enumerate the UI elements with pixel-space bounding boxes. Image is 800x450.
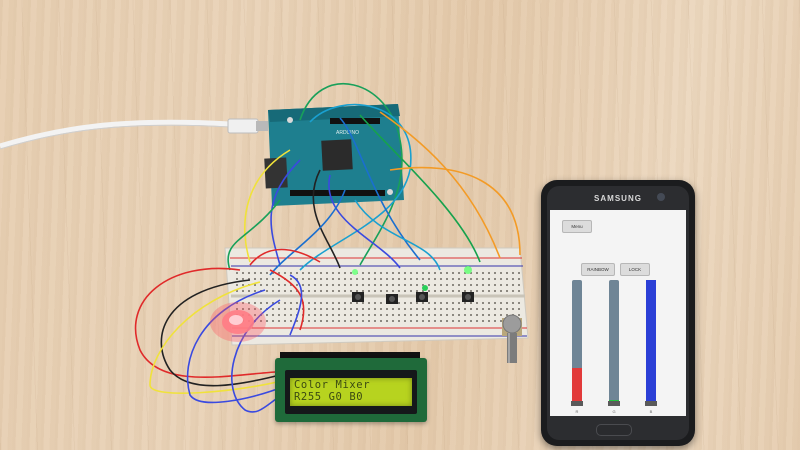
- usb-plug: [227, 118, 259, 134]
- board-label: ARDUINO: [336, 130, 359, 136]
- lcd-module: Color Mixer R255 G0 B0: [275, 358, 427, 422]
- front-camera-icon: [657, 193, 665, 201]
- lcd-header: [280, 352, 420, 360]
- potentiometer: [502, 314, 522, 363]
- red-slider-label: R: [575, 409, 579, 414]
- red-slider-thumb[interactable]: [571, 401, 583, 406]
- lock-button[interactable]: LOCK: [620, 263, 650, 276]
- green-slider[interactable]: [608, 280, 620, 406]
- lcd-line-1: Color Mixer: [294, 379, 371, 391]
- rainbow-button[interactable]: RAINBOW: [581, 263, 615, 276]
- green-led-3: [422, 285, 428, 291]
- blue-slider[interactable]: [645, 280, 657, 406]
- smartphone: SAMSUNG Menu RAINBOW LOCK R G B: [541, 180, 695, 446]
- phone-screen: Menu RAINBOW LOCK R G B: [550, 210, 686, 416]
- blue-slider-thumb[interactable]: [645, 401, 657, 406]
- red-slider[interactable]: [571, 280, 583, 406]
- usb-connector: [256, 121, 268, 131]
- menu-button[interactable]: Menu: [562, 220, 592, 233]
- jumper-wires: [134, 83, 521, 413]
- green-slider-label: G: [612, 409, 616, 414]
- lcd-bezel: Color Mixer R255 G0 B0: [285, 370, 417, 414]
- red-slider-fill: [572, 368, 582, 406]
- green-led: [464, 266, 472, 274]
- green-led-2: [352, 269, 358, 275]
- lcd-line-2: R255 G0 B0: [294, 391, 364, 403]
- blue-slider-label: B: [649, 409, 653, 414]
- phone-brand: SAMSUNG: [594, 194, 642, 203]
- lcd-screen: Color Mixer R255 G0 B0: [290, 378, 412, 406]
- usb-cable: [0, 119, 231, 149]
- pushbuttons: [352, 292, 474, 304]
- home-button[interactable]: [596, 424, 632, 436]
- green-slider-thumb[interactable]: [608, 401, 620, 406]
- blue-slider-fill: [646, 280, 656, 406]
- arduino-board: ARDUINO: [264, 104, 404, 206]
- breadboard: [224, 247, 529, 346]
